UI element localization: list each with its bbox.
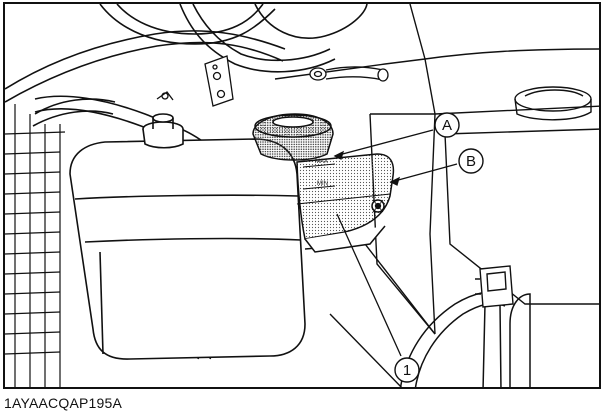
callout-A: A [434, 112, 460, 138]
callout-A-label: A [442, 117, 452, 134]
callout-B-label: B [466, 153, 476, 170]
max-level-mark: MAX [315, 159, 328, 165]
connector [475, 265, 514, 308]
coolant-reserve-tank [69, 113, 306, 360]
wiring-harness [399, 291, 531, 387]
min-level-mark: MIN [317, 181, 328, 187]
hose-clamp [156, 91, 174, 101]
radiator-fins [5, 104, 66, 387]
callout-leaders [333, 129, 458, 357]
background-hoses [5, 4, 368, 127]
callout-1: 1 [394, 357, 420, 383]
grommet [309, 66, 389, 82]
callout-1-label: 1 [403, 362, 411, 379]
line-drawing: MAX MIN [5, 4, 599, 387]
mounting-bracket [204, 55, 234, 107]
brake-fluid-reservoir [252, 113, 395, 253]
callout-B: B [458, 148, 484, 174]
drawing-frame: MAX MIN [3, 2, 601, 389]
figure-code: 1AYAACQAP195A [4, 395, 123, 411]
